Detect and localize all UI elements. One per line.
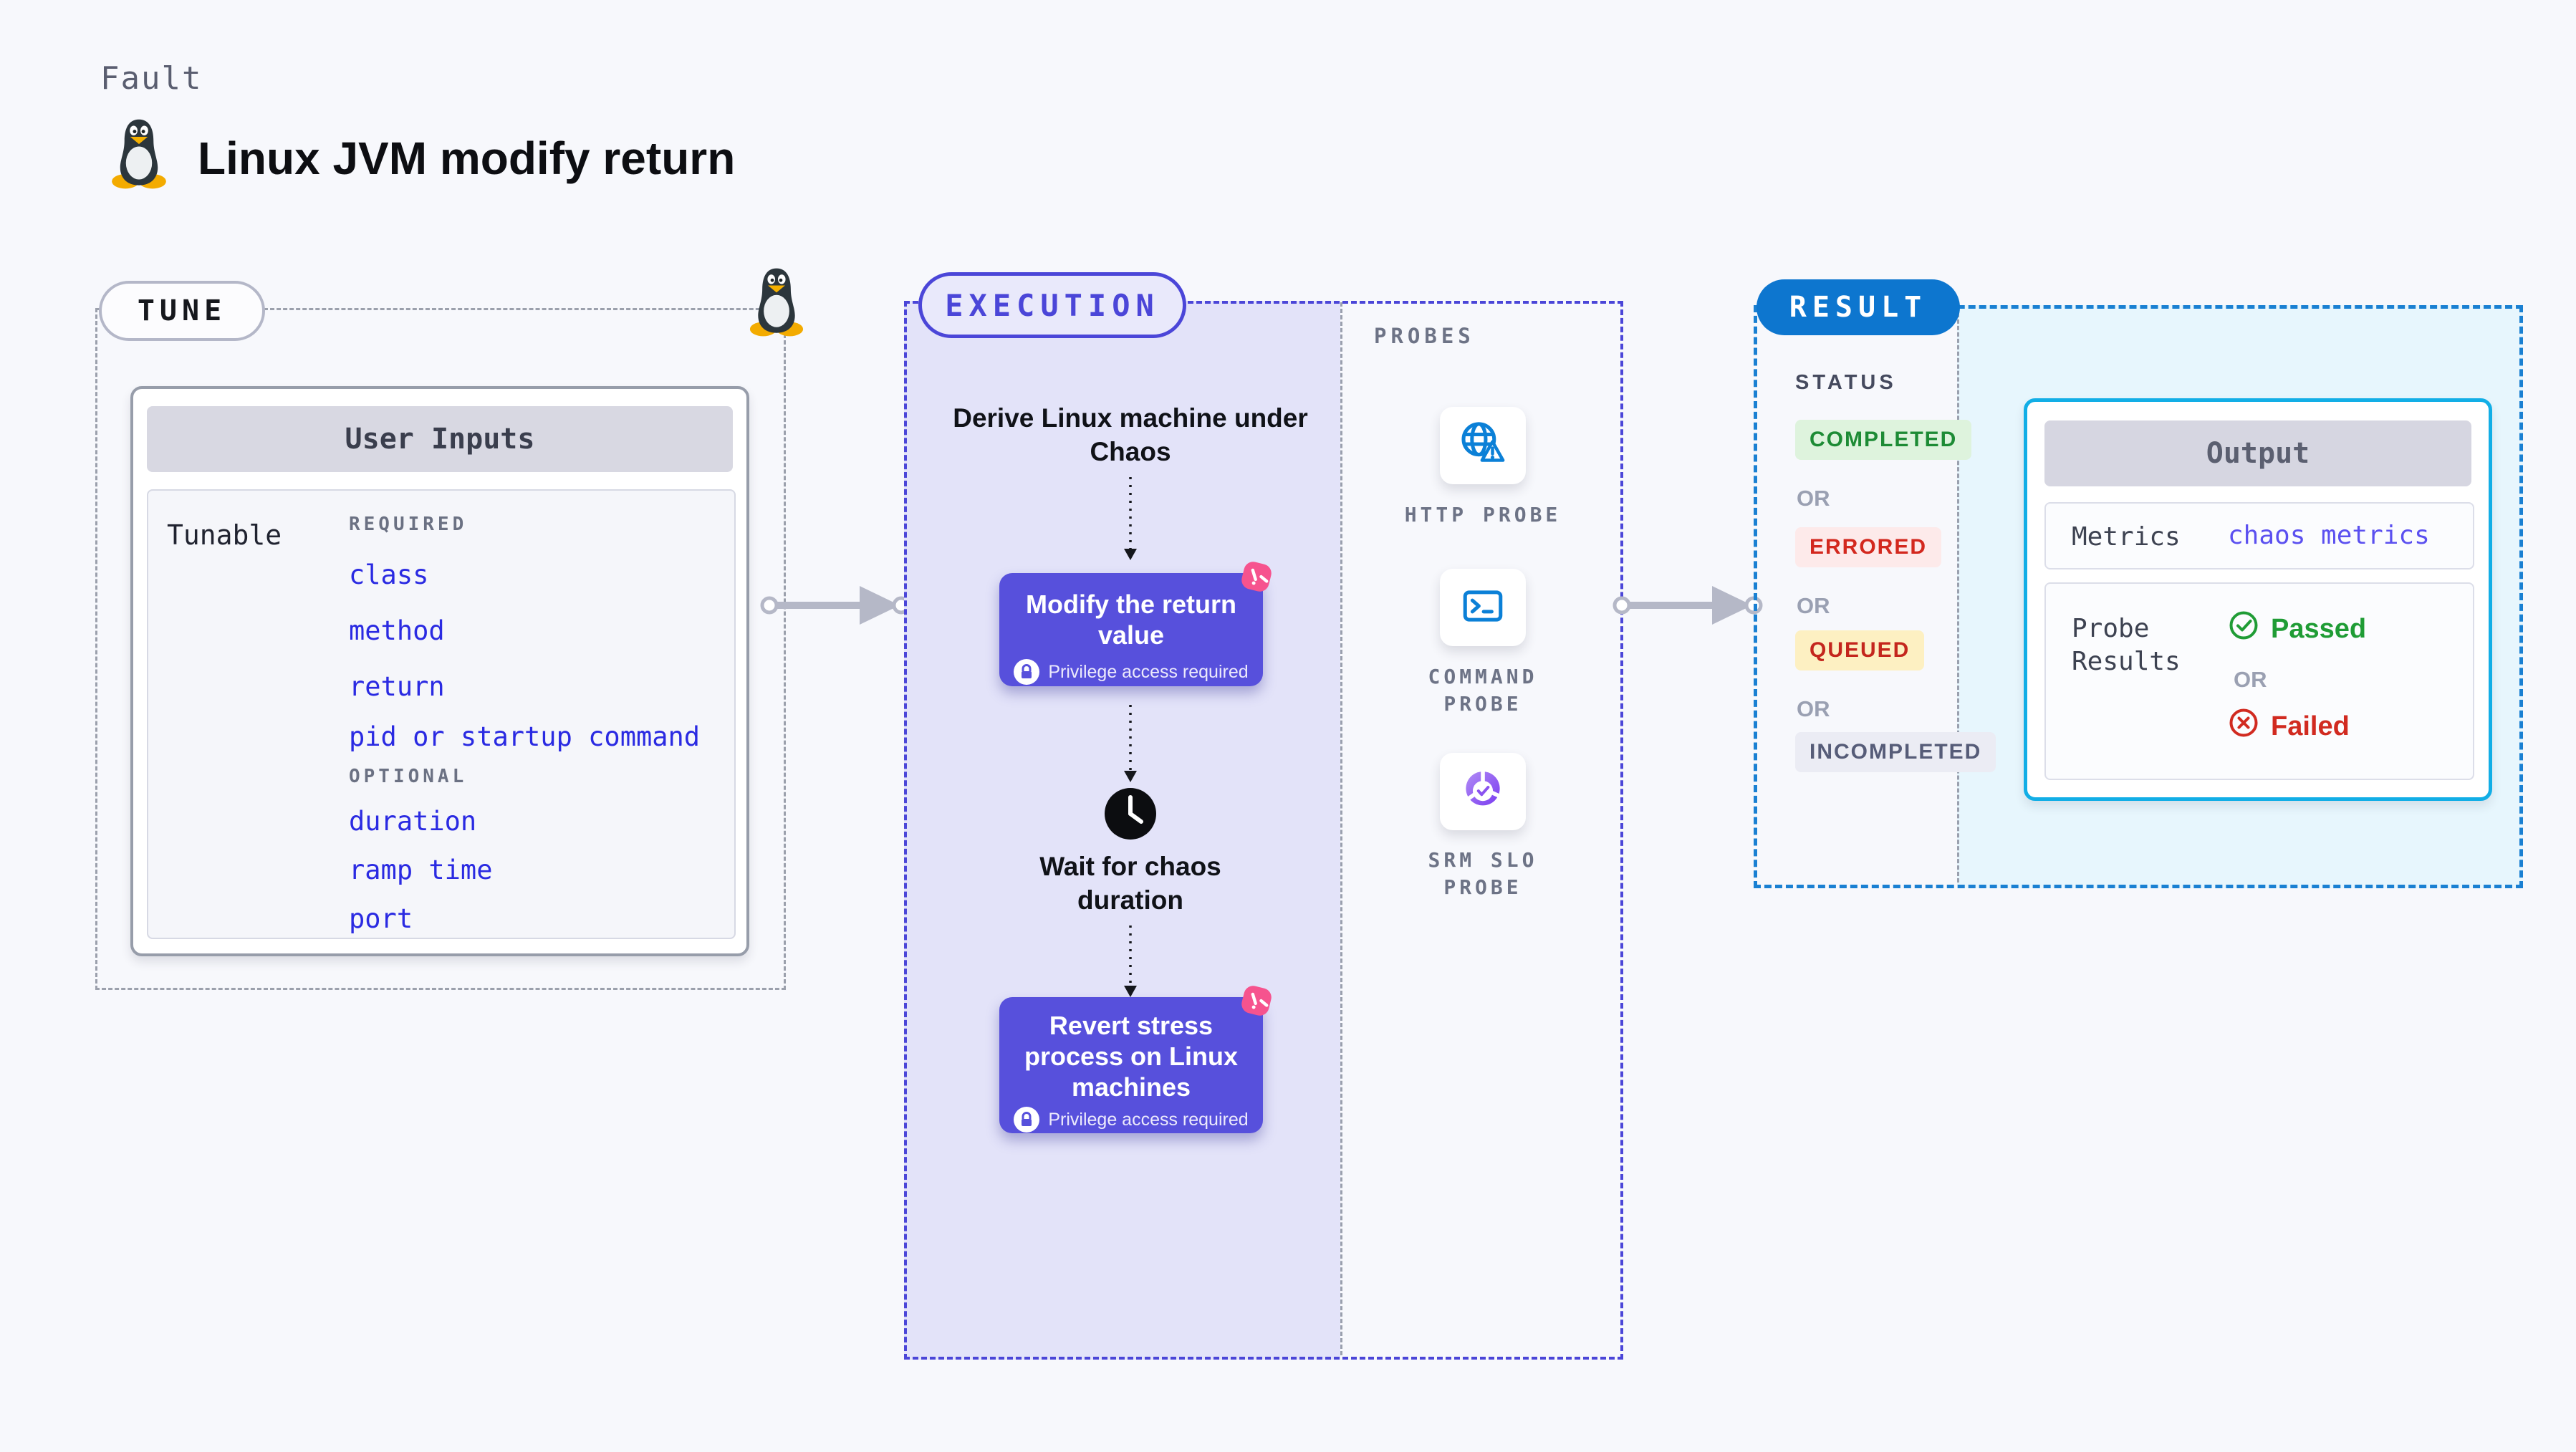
user-inputs-title: User Inputs [147, 406, 733, 472]
privilege-badge: Privilege access required [1048, 661, 1249, 682]
tunables-panel: Tunable REQUIRED class method return pid… [147, 489, 736, 939]
status-heading: STATUS [1795, 371, 1897, 394]
step-wait-text: Wait for chaos duration [1039, 852, 1221, 915]
input-method: method [349, 615, 445, 646]
required-label: REQUIRED [349, 514, 468, 535]
x-circle-icon [2228, 707, 2259, 746]
tux-penguin-icon [746, 266, 807, 337]
page-title: Linux JVM modify return [198, 133, 736, 184]
input-class: class [349, 559, 429, 590]
slo-donut-icon [1457, 764, 1509, 819]
tune-section-label: TUNE [99, 281, 265, 341]
lock-icon [1014, 1107, 1040, 1133]
check-circle-icon [2228, 610, 2259, 648]
user-inputs-card: User Inputs Tunable REQUIRED class metho… [130, 386, 749, 956]
connector-execution-to-result [1610, 574, 1765, 636]
status-badge-queued: QUEUED [1795, 630, 1925, 670]
command-probe-card [1440, 569, 1526, 646]
or-label: OR [1797, 486, 1830, 511]
flow-arrow-down-icon [1121, 925, 1140, 997]
status-badge-errored: ERRORED [1795, 527, 1942, 567]
metrics-value: chaos metrics [2228, 521, 2430, 550]
modify-return-node: Modify the return value Privilege access… [999, 562, 1272, 686]
execution-section-box [904, 301, 1623, 1360]
http-probe-label: HTTP PROBE [1404, 503, 1562, 527]
terminal-icon [1457, 580, 1509, 635]
command-probe-label: COMMAND PROBE [1428, 665, 1538, 716]
result-section-box [1754, 305, 2523, 888]
input-port: port [349, 903, 413, 934]
status-badge-completed: COMPLETED [1795, 420, 1972, 460]
status-badge-incompleted: INCOMPLETED [1795, 732, 1996, 772]
revert-stress-node: Revert stress process on Linux machines … [999, 986, 1272, 1133]
tunable-row-label: Tunable [167, 519, 282, 551]
srm-slo-probe-label: SRM SLO PROBE [1428, 848, 1538, 899]
probes-divider [1340, 302, 1342, 1355]
output-title: Output [2044, 420, 2471, 486]
srm-slo-probe-card [1440, 753, 1526, 830]
result-section-label: RESULT [1756, 279, 1960, 335]
clock-icon [1103, 787, 1158, 841]
metrics-row: Metrics chaos metrics [2044, 502, 2474, 569]
chaos-icon [1234, 554, 1279, 599]
or-label: OR [2234, 667, 2267, 692]
chaos-icon [1234, 979, 1279, 1023]
probe-results-row: Probe Results Passed OR [2044, 582, 2474, 780]
execution-section-label: EXECUTION [918, 272, 1186, 338]
input-return: return [349, 671, 445, 702]
step-derive-text: Derive Linux machine under Chaos [953, 403, 1308, 466]
optional-label: OPTIONAL [349, 766, 468, 787]
revert-stress-title: Revert stress process on Linux machines [1024, 1011, 1239, 1102]
execution-label-text: EXECUTION [945, 287, 1160, 323]
output-card: Output Metrics chaos metrics Probe Resul… [2024, 398, 2492, 801]
failed-status: Failed [2228, 707, 2350, 746]
tune-label-text: TUNE [137, 294, 227, 327]
metrics-label: Metrics [2072, 522, 2181, 552]
input-pid-or-startup-command: pid or startup command [349, 721, 701, 752]
result-divider [1957, 307, 1959, 883]
probes-heading: PROBES [1374, 324, 1475, 348]
connector-tune-to-execution [758, 574, 913, 636]
flow-arrow-down-icon [1121, 477, 1140, 560]
globe-warning-icon [1457, 418, 1509, 473]
modify-return-title: Modify the return value [1026, 590, 1236, 650]
tune-section-box [95, 308, 786, 990]
failed-label: Failed [2271, 711, 2350, 741]
privilege-badge: Privilege access required [1048, 1109, 1249, 1130]
input-ramp-time: ramp time [349, 855, 493, 885]
result-label-text: RESULT [1789, 291, 1928, 324]
probe-results-label: Probe Results [2072, 614, 2181, 676]
flow-arrow-down-icon [1121, 705, 1140, 782]
or-label: OR [1797, 696, 1830, 721]
http-probe-card [1440, 407, 1526, 484]
passed-label: Passed [2271, 613, 2367, 644]
or-label: OR [1797, 593, 1830, 618]
fault-kicker: Fault [100, 60, 203, 97]
passed-status: Passed [2228, 610, 2366, 648]
tux-penguin-icon [107, 117, 170, 189]
input-duration: duration [349, 806, 477, 837]
lock-icon [1014, 659, 1040, 685]
